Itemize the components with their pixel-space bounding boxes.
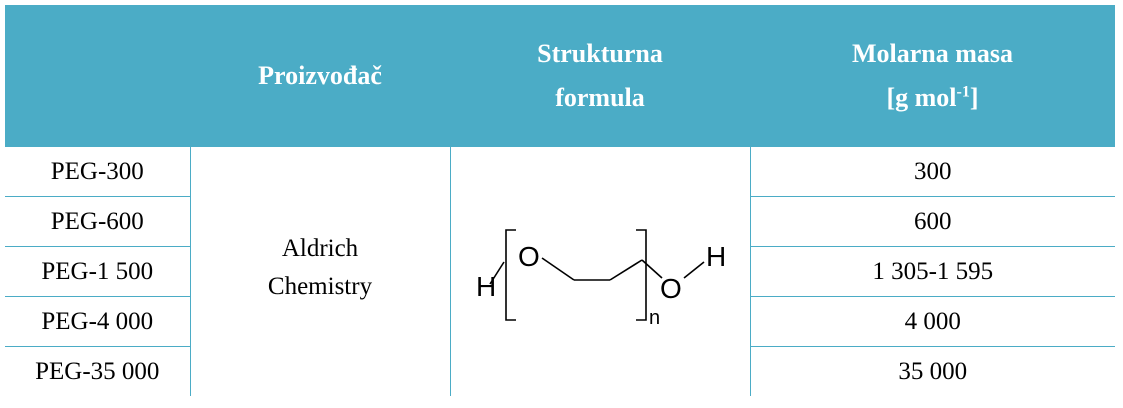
atom-o-right: O <box>660 273 682 304</box>
table-row: PEG-600 600 <box>5 196 1115 247</box>
header-molar-unit-prefix: [g mol <box>886 83 957 112</box>
header-molar-unit-suffix: ] <box>969 83 979 112</box>
subscript-n: n <box>649 307 660 329</box>
row-mass: 600 <box>750 196 1115 247</box>
header-structural-formula: Strukturna formula <box>450 5 750 147</box>
peg-table: Proizvođač Strukturna formula Molarna ma… <box>5 5 1115 396</box>
table-row: PEG-4 000 4 000 <box>5 296 1115 347</box>
atom-o-left: O <box>518 241 540 272</box>
row-name: PEG-4 000 <box>5 296 191 347</box>
peg-structural-formula: H O O H n <box>476 228 726 329</box>
row-mass: 4 000 <box>750 296 1115 347</box>
structural-formula-cell: H O O H n <box>450 147 751 396</box>
header-molar-unit: [g mol-1] <box>886 83 978 112</box>
header-formula-line1: Strukturna <box>537 39 663 68</box>
bond-c3-o <box>641 258 663 279</box>
header-empty <box>5 5 190 147</box>
left-bracket <box>505 228 516 321</box>
atom-h-left: H <box>476 271 496 302</box>
row-name: PEG-300 <box>5 147 191 197</box>
header-molar-line1: Molarna masa <box>851 39 1014 68</box>
row-name: PEG-600 <box>5 196 191 247</box>
manufacturer-cell: Aldrich Chemistry <box>190 147 451 396</box>
manufacturer-line1: Aldrich <box>281 234 359 262</box>
row-mass: 35 000 <box>898 357 968 385</box>
header-row: Proizvođač Strukturna formula Molarna ma… <box>5 5 1115 147</box>
bond-o-c1 <box>541 256 575 281</box>
row-mass: 1 305-1 595 <box>750 246 1115 297</box>
bond-o-h <box>683 260 705 279</box>
row-name: PEG-35 000 <box>5 346 191 396</box>
header-formula-line2: formula <box>555 83 645 112</box>
header-molar-mass: Molarna masa [g mol-1] <box>750 5 1115 147</box>
manufacturer-line2: Chemistry <box>267 272 373 300</box>
row-mass: 300 <box>750 147 1115 197</box>
header-manufacturer: Proizvođač <box>190 5 450 147</box>
right-bracket <box>636 228 647 321</box>
table-row: PEG-300 Aldrich Chemistry <box>5 147 1115 396</box>
table-row: PEG-1 500 1 305-1 595 <box>5 246 1115 297</box>
header-molar-unit-exponent: -1 <box>956 83 970 101</box>
bond-h-o <box>489 261 505 284</box>
bond-c2-c3 <box>609 258 643 281</box>
atom-h-right: H <box>706 241 726 272</box>
table-row: PEG-35 000 35 000 <box>5 346 1115 396</box>
row-name: PEG-1 500 <box>5 246 191 297</box>
